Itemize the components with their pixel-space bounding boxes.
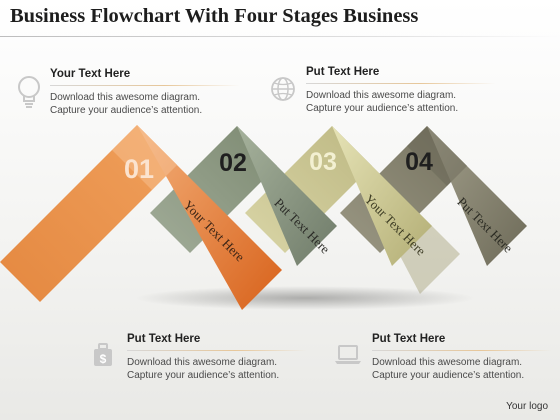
text-block-line-2: Capture your audience’s attention. [50, 105, 203, 116]
stage-1-chevron [0, 125, 282, 310]
text-block-heading: Put Text Here [306, 66, 380, 78]
globe-icon [271, 77, 295, 101]
text-block-heading: Put Text Here [127, 333, 201, 345]
text-block-heading: Your Text Here [50, 68, 131, 80]
footer-logo-text: Your logo [506, 401, 548, 412]
text-block-heading: Put Text Here [372, 333, 446, 345]
text-block-rule [127, 350, 307, 351]
text-block-line-1: Download this awesome diagram. [50, 92, 201, 103]
stage-2-chevron [150, 126, 337, 266]
money-bag-icon: $ [94, 343, 112, 366]
stage-2-number: 02 [219, 149, 247, 177]
text-block-1: Your Text Here Download this awesome dia… [50, 68, 240, 117]
text-block-line-1: Download this awesome diagram. [306, 90, 457, 101]
stage-4-chevron [340, 126, 527, 266]
text-block-line-1: Download this awesome diagram. [127, 357, 278, 368]
lightbulb-icon [18, 76, 40, 108]
text-block-rule [306, 83, 496, 84]
laptop-icon [335, 345, 361, 364]
text-block-line-2: Capture your audience’s attention. [306, 103, 459, 114]
text-block-3: Put Text Here Download this awesome diag… [127, 333, 307, 382]
text-block-4: Put Text Here Download this awesome diag… [372, 333, 552, 382]
stage-3-number: 03 [309, 148, 337, 176]
four-stage-diagram: 01 02 03 04 Your Text Here Put Text Here… [0, 125, 527, 310]
stage-4-number: 04 [405, 148, 433, 176]
stage-3-chevron [245, 126, 460, 294]
text-block-line-2: Capture your audience’s attention. [372, 370, 525, 381]
title-divider [0, 36, 560, 37]
svg-text:$: $ [100, 352, 107, 366]
text-block-rule [372, 350, 552, 351]
page-title: Business Flowchart With Four Stages Busi… [10, 5, 419, 27]
text-block-rule [50, 85, 240, 86]
text-block-line-1: Download this awesome diagram. [372, 357, 523, 368]
text-block-line-2: Capture your audience’s attention. [127, 370, 280, 381]
stage-1-number: 01 [124, 154, 154, 184]
text-block-2: Put Text Here Download this awesome diag… [306, 66, 496, 115]
